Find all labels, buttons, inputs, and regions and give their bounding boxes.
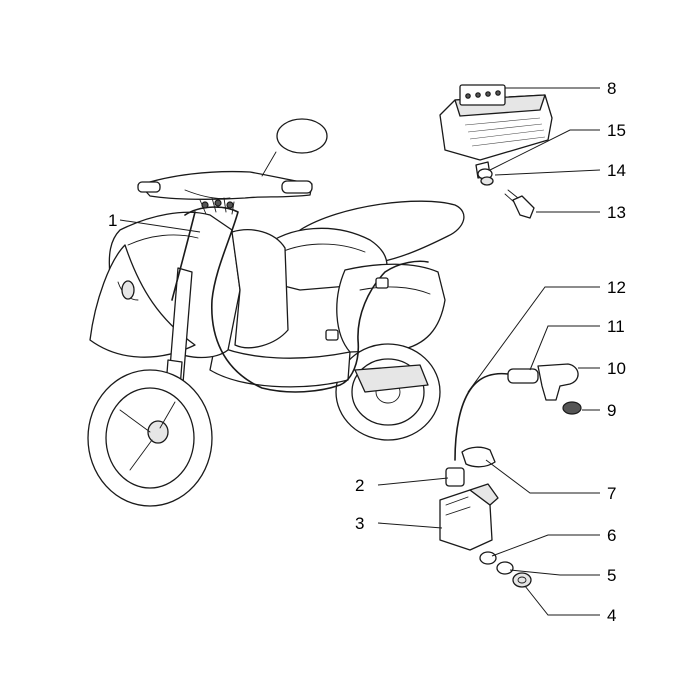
leader-6 bbox=[491, 534, 600, 557]
leader-12 bbox=[467, 286, 600, 393]
callout-1: 1 bbox=[108, 211, 117, 230]
callout-11: 11 bbox=[607, 317, 625, 336]
leader-5 bbox=[509, 569, 600, 576]
leader-lines bbox=[119, 87, 601, 616]
leader-7 bbox=[485, 459, 600, 494]
callout-13: 13 bbox=[607, 203, 626, 222]
voltage-regulator bbox=[439, 84, 553, 179]
callout-6: 6 bbox=[607, 526, 616, 545]
leader-11 bbox=[529, 325, 600, 371]
leader-3 bbox=[377, 522, 443, 529]
leader-2 bbox=[377, 477, 449, 486]
callout-14: 14 bbox=[607, 161, 626, 180]
leader-1 bbox=[119, 219, 201, 233]
leader-14 bbox=[494, 169, 601, 176]
callout-8: 8 bbox=[607, 79, 616, 98]
callout-3: 3 bbox=[355, 514, 364, 533]
leader-15 bbox=[489, 129, 600, 171]
scooter-illustration bbox=[87, 118, 465, 507]
callout-15: 15 bbox=[607, 121, 626, 140]
callout-9: 9 bbox=[607, 401, 616, 420]
callout-7: 7 bbox=[607, 484, 616, 503]
callout-2: 2 bbox=[355, 476, 364, 495]
callout-numbers: 1 2 3 4 5 6 7 8 9 10 11 12 13 14 15 bbox=[108, 79, 626, 625]
callout-4: 4 bbox=[607, 606, 616, 625]
callout-10: 10 bbox=[607, 359, 626, 378]
callout-5: 5 bbox=[607, 566, 616, 585]
leader-4 bbox=[524, 585, 600, 616]
callout-12: 12 bbox=[607, 278, 626, 297]
ignition-coil-assembly bbox=[439, 363, 582, 588]
regulator-fasteners bbox=[477, 168, 535, 219]
